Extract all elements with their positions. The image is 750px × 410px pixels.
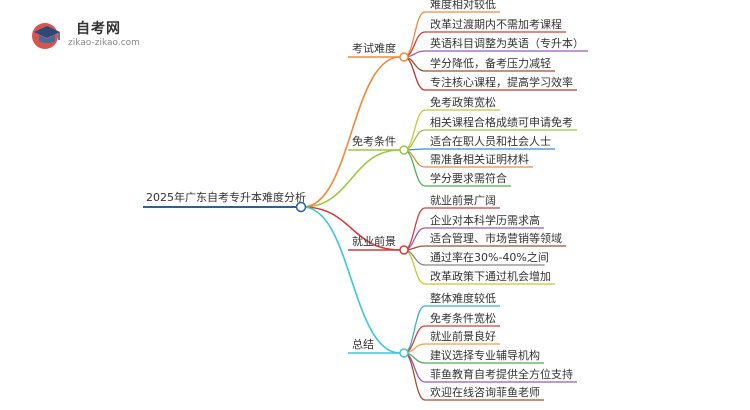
branch-connector [302, 149, 401, 208]
leaf-connector [403, 56, 426, 91]
leaf-label: 改革过渡期内不需加考课程 [430, 17, 562, 31]
branch-label: 就业前景 [352, 234, 396, 248]
leaf-label: 免考条件宽松 [430, 311, 496, 325]
logo-title: 自考网 [76, 21, 121, 37]
leaf-label: 整体难度较低 [430, 291, 496, 305]
leaf-label: 菲鱼教育自考提供全方位支持 [430, 367, 573, 381]
branch-connector [302, 56, 401, 208]
branch-node [399, 348, 409, 358]
branch-label: 总结 [352, 337, 374, 351]
leaf-label: 企业对本科学历需求高 [430, 213, 540, 227]
leaf-label: 英语科目调整为英语（专升本） [430, 36, 584, 50]
leaf-connector [403, 305, 426, 354]
leaf-label: 改革政策下通过机会增加 [430, 269, 551, 283]
leaf-label: 适合管理、市场营销等领域 [430, 231, 562, 245]
leaf-label: 相关课程合格成绩可申请免考 [430, 115, 573, 129]
branch-connector [302, 206, 401, 354]
leaf-label: 学分要求需符合 [430, 171, 507, 185]
branch-node [399, 145, 409, 155]
leaf-label: 就业前景广阔 [430, 193, 496, 207]
graduation-cap-icon [32, 23, 60, 49]
leaf-connector [403, 149, 426, 187]
branch-connector [302, 206, 401, 251]
branch-node [399, 245, 409, 255]
leaf-label: 难度相对较低 [430, 0, 496, 11]
root-node [295, 201, 307, 213]
leaf-connector [403, 352, 426, 401]
leaf-label: 就业前景良好 [430, 329, 496, 343]
site-logo[interactable]: 自考网 zikao-zikao.com [30, 18, 180, 52]
leaf-label: 专注核心课程，提高学习效率 [430, 75, 573, 89]
leaf-label: 建议选择专业辅导机构 [430, 348, 540, 362]
leaf-label: 欢迎在线咨询菲鱼老师 [430, 385, 540, 399]
leaf-label: 需准备相关证明材料 [430, 152, 529, 166]
logo-domain: zikao-zikao.com [68, 38, 140, 48]
leaf-label: 通过率在30%-40%之间 [430, 250, 549, 264]
leaf-connector [403, 11, 426, 58]
branch-label: 免考条件 [352, 134, 396, 148]
leaf-label: 适合在职人员和社会人士 [430, 134, 551, 148]
branch-node [399, 52, 409, 62]
leaf-label: 免考政策宽松 [430, 95, 496, 109]
leaf-label: 学分降低，备考压力减轻 [430, 56, 551, 70]
root-label: 2025年广东自考专升本难度分析 [146, 190, 306, 204]
branch-label: 考试难度 [352, 41, 396, 55]
leaf-connector [403, 249, 426, 285]
